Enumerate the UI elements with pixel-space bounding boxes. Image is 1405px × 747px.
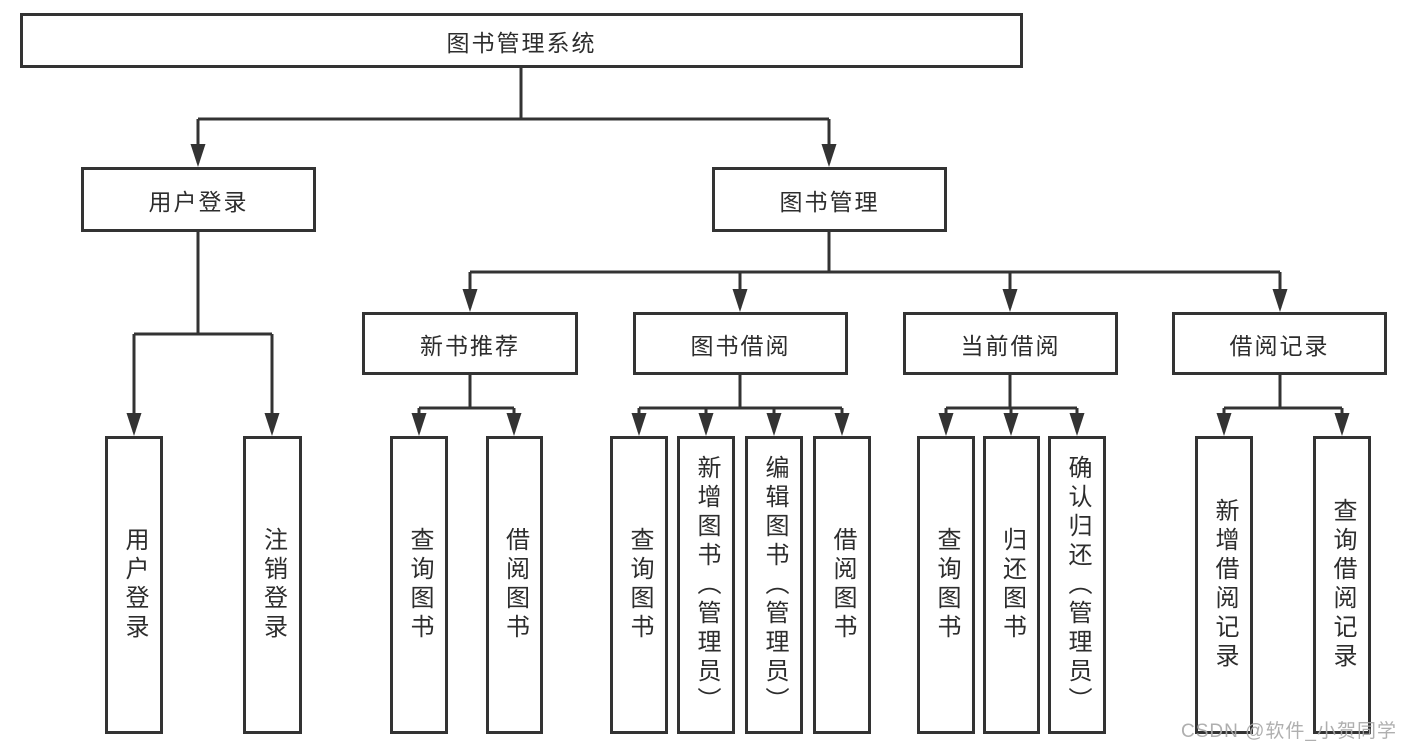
connector-user-login — [132, 232, 274, 432]
leaf-query-books-borrowing: 查询图书 — [610, 436, 668, 734]
arrowheads — [126, 144, 1350, 436]
leaf-borrow-books-recommend: 借阅图书 — [486, 436, 543, 734]
branch-book-management: 图书管理 — [712, 167, 947, 232]
leaf-query-books-current: 查询图书 — [917, 436, 975, 734]
branch-borrowing-records: 借阅记录 — [1172, 312, 1387, 375]
connector-book-management — [468, 232, 1282, 308]
leaf-add-borrow-record: 新增借阅记录 — [1195, 436, 1253, 734]
leaf-user-login: 用户登录 — [105, 436, 163, 734]
branch-new-book-recommend: 新书推荐 — [362, 312, 578, 375]
connector-book-borrowing — [637, 375, 844, 432]
leaf-borrow-books-borrowing: 借阅图书 — [813, 436, 871, 734]
leaf-query-borrow-record: 查询借阅记录 — [1313, 436, 1371, 734]
leaf-logout: 注销登录 — [243, 436, 302, 734]
branch-user-login: 用户登录 — [81, 167, 316, 232]
leaf-query-books-recommend: 查询图书 — [390, 436, 448, 734]
branch-current-borrowing: 当前借阅 — [903, 312, 1118, 375]
leaf-confirm-return-admin: 确认归还（管理员） — [1048, 436, 1106, 734]
branch-book-borrowing: 图书借阅 — [633, 312, 848, 375]
connector-root — [196, 68, 831, 163]
leaf-edit-books-admin: 编辑图书（管理员） — [745, 436, 803, 734]
node-library-management-system: 图书管理系统 — [20, 13, 1023, 68]
connector-new-book-recommend — [417, 375, 516, 432]
leaf-add-books-admin: 新增图书（管理员） — [677, 436, 735, 734]
leaf-return-books: 归还图书 — [983, 436, 1040, 734]
connector-borrowing-records — [1222, 375, 1344, 432]
